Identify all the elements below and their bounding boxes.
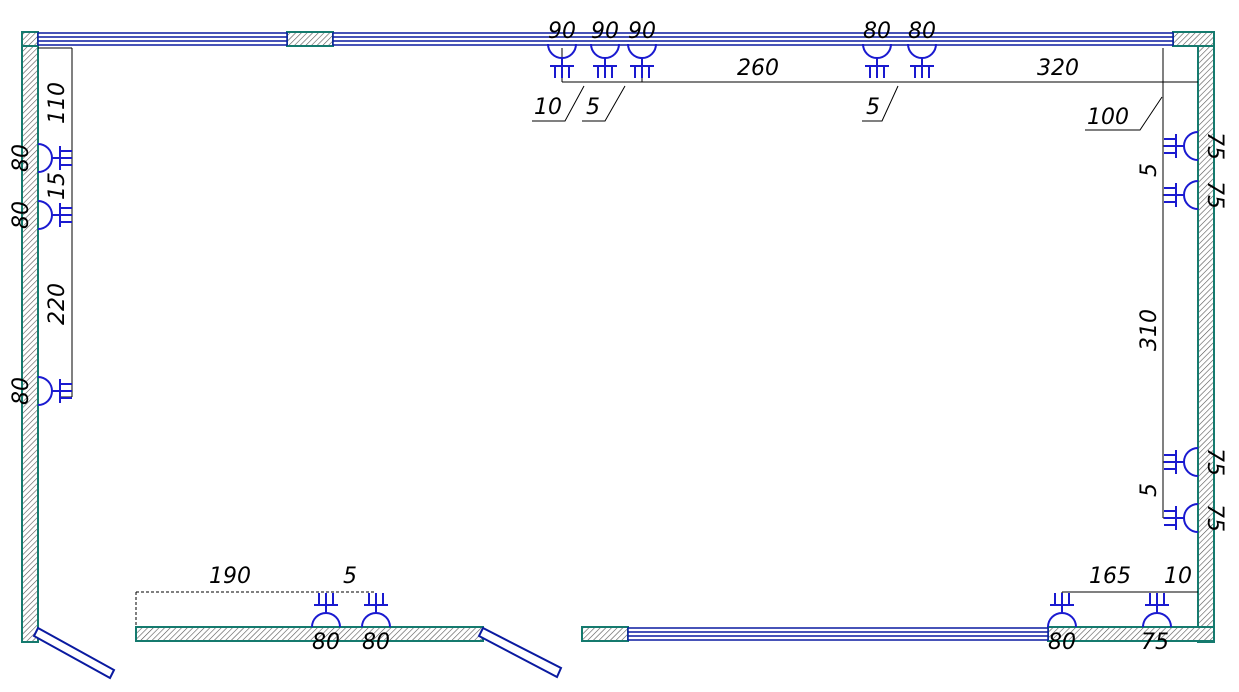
dim-bottom-190: 190: [209, 564, 251, 589]
dim-bottom-80-3: 80: [1048, 630, 1076, 655]
socket-left-1: [37, 143, 72, 173]
doors: [32, 626, 563, 680]
dim-bottom-5: 5: [343, 564, 357, 589]
dim-top-80-1: 80: [863, 19, 891, 44]
socket-left-3: [37, 376, 72, 406]
dim-left-15: 15: [45, 172, 70, 200]
dimension-labels: 90 90 90 80 80 260 320 10 5 5 100 110 80…: [9, 19, 1227, 655]
dim-bottom-80-1: 80: [312, 630, 340, 655]
wall-right: [1197, 31, 1215, 643]
socket-bottom-3: [1047, 593, 1077, 628]
dim-left-220: 220: [45, 283, 70, 325]
wall-left: [21, 31, 39, 643]
dimension-lines: [38, 47, 1198, 627]
dim-right-75-4: 75: [1202, 504, 1227, 532]
dim-top-90-3: 90: [628, 19, 656, 44]
socket-top-2: [590, 43, 620, 78]
wall-bottom-left: [135, 626, 484, 642]
window-bottom: [627, 627, 1049, 641]
socket-right-2: [1164, 180, 1199, 210]
dim-right-75-2: 75: [1202, 181, 1227, 209]
dim-bottom-10: 10: [1164, 564, 1192, 589]
socket-top-1: [547, 43, 577, 78]
dim-right-310: 310: [1137, 309, 1162, 351]
socket-right-4: [1164, 503, 1199, 533]
socket-right-3: [1164, 447, 1199, 477]
socket-bottom-1: [311, 593, 341, 628]
socket-top-5: [907, 43, 937, 78]
window-top-right: [332, 32, 1174, 46]
sockets: [37, 43, 1199, 628]
socket-top-4: [862, 43, 892, 78]
dim-bottom-80-2: 80: [362, 630, 390, 655]
dim-top-320: 320: [1037, 56, 1079, 81]
wall-bottom-pier: [581, 626, 629, 642]
dim-top-260: 260: [737, 56, 779, 81]
dim-top-90-2: 90: [591, 19, 619, 44]
socket-top-3: [627, 43, 657, 78]
socket-bottom-2: [361, 593, 391, 628]
dim-right-75-3: 75: [1202, 448, 1227, 476]
dim-right-5-2: 5: [1137, 483, 1162, 497]
dim-right-5-1: 5: [1137, 163, 1162, 177]
socket-bottom-4: [1142, 593, 1172, 628]
dim-bottom-75: 75: [1141, 630, 1169, 655]
dim-top-10: 10: [534, 95, 562, 120]
dim-right-75-1: 75: [1202, 132, 1227, 160]
socket-right-1: [1164, 131, 1199, 161]
dim-top-5-2: 5: [866, 95, 880, 120]
socket-left-2: [37, 200, 72, 230]
dim-left-80-3: 80: [9, 377, 34, 405]
wall-top-pier: [286, 31, 334, 47]
dim-top-90-1: 90: [548, 19, 576, 44]
walls: [21, 31, 1215, 643]
dim-left-110: 110: [45, 82, 70, 124]
dim-top-80-2: 80: [908, 19, 936, 44]
dim-bottom-165: 165: [1089, 564, 1131, 589]
dim-left-80-1: 80: [9, 144, 34, 172]
dim-top-100: 100: [1087, 105, 1129, 130]
wall-top-right-corner: [1172, 31, 1215, 47]
door-middle: [477, 626, 563, 679]
window-top-left: [37, 32, 288, 46]
dim-left-80-2: 80: [9, 201, 34, 229]
dim-top-5-1: 5: [586, 95, 600, 120]
windows: [37, 32, 1174, 641]
door-left: [32, 626, 116, 680]
wall-top-left-corner: [21, 31, 39, 47]
